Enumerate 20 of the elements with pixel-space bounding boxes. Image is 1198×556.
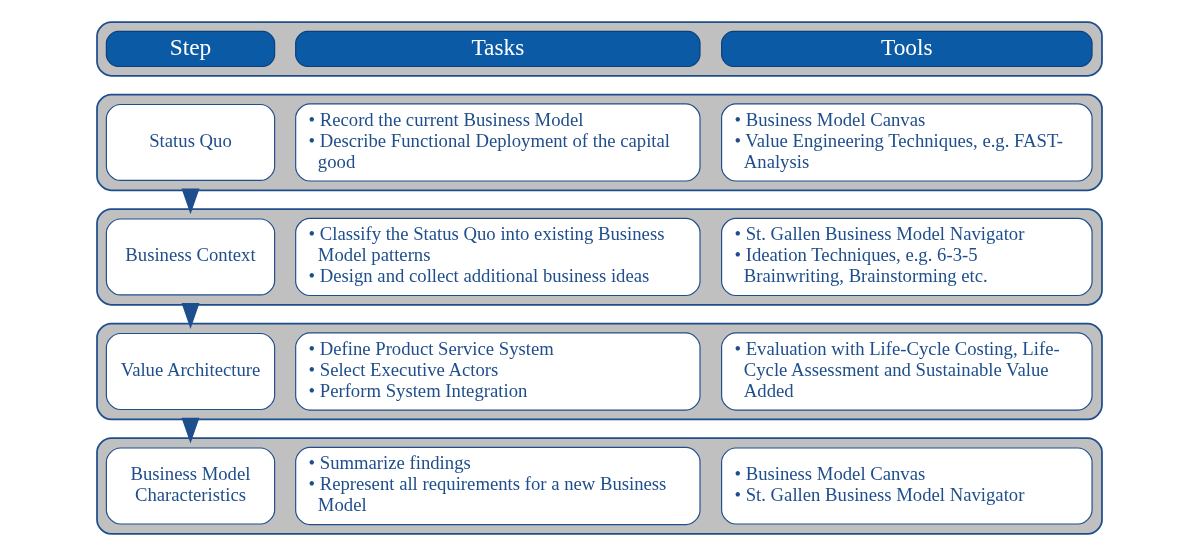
node-box: Status Quo [105, 103, 275, 181]
node-box: • Classify the Status Quo into existing Business Model patterns • Design and collect additional business ideas [294, 217, 701, 297]
node-box: Step [105, 30, 275, 68]
node-box: Business Model Characteristics [105, 447, 275, 525]
cluster [95, 208, 1103, 306]
node-box: Business Context [105, 218, 275, 296]
cluster [95, 93, 1103, 192]
node-box: • Business Model Canvas • Value Engineering Techniques, e.g. FAST-Analysis [720, 103, 1093, 182]
node-box: • Define Product Service System • Select Executive Actors • Perform System Integration [294, 332, 701, 411]
node-box: Tools [720, 30, 1093, 68]
node-box: Value Architecture [105, 332, 275, 411]
node-box: • Business Model Canvas • St. Gallen Business Model Navigator [720, 447, 1093, 525]
node-box: • Record the current Business Model • Describe Functional Deployment of the capital good [294, 103, 701, 182]
node-box: • Evaluation with Life-Cycle Costing, Life-Cycle Assessment and Sustainable Value Added [720, 332, 1093, 411]
cluster [95, 437, 1103, 535]
node-box: • Summarize findings • Represent all requirements for a new Business Model [294, 446, 701, 526]
node-box: • St. Gallen Business Model Navigator • Ideation Techniques, e.g. 6-3-5 Brainwriting, Brainstorming etc. [720, 217, 1093, 297]
node-box: Tasks [294, 30, 701, 68]
cluster [95, 21, 1103, 77]
cluster [95, 322, 1103, 421]
